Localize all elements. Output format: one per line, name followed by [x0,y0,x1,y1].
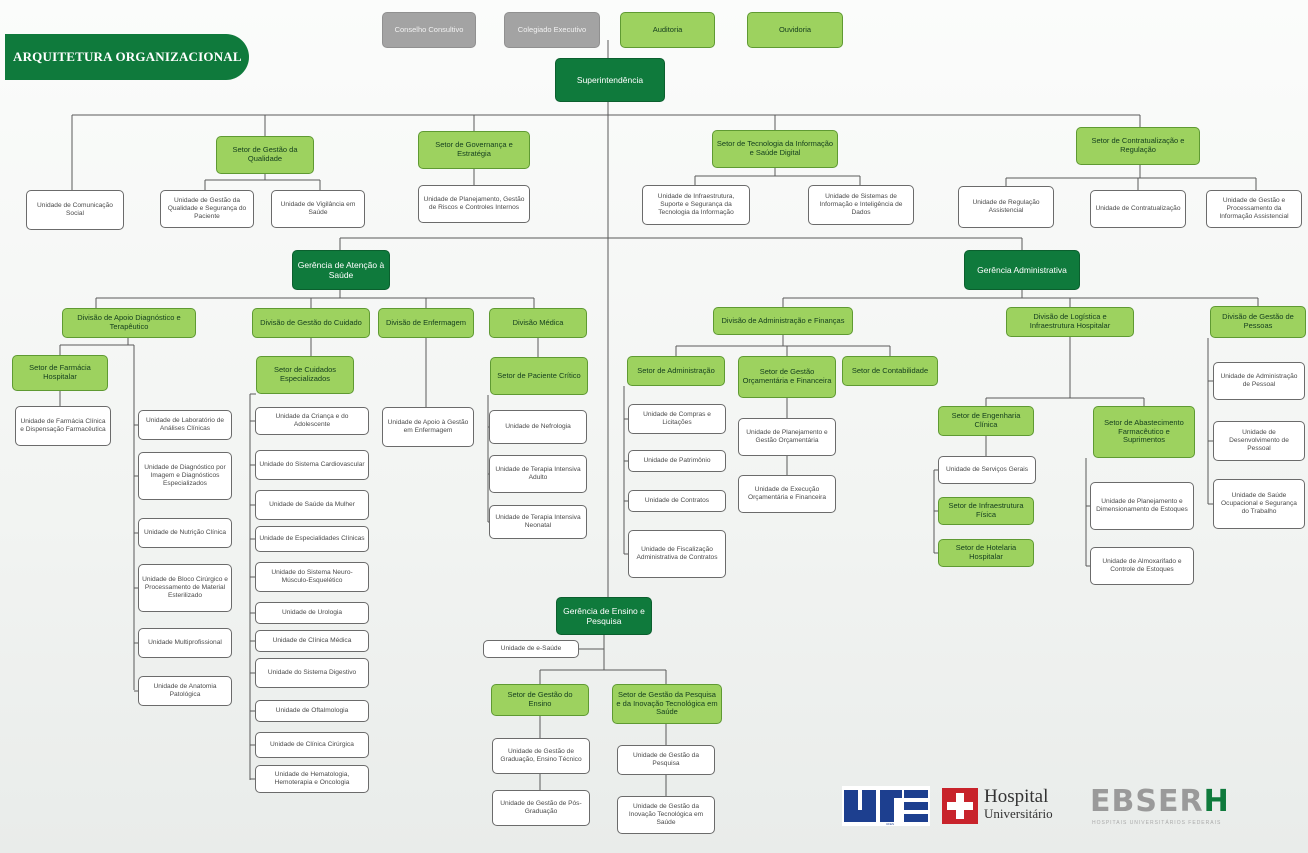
node-un-especialidades: Unidade de Especialidades Clínicas [255,526,369,552]
ebserh-logo: EBSERH HOSPITAIS UNIVERSITÁRIOS FEDERAIS [1090,784,1262,828]
node-un-vigilancia: Unidade de Vigilância em Saúde [271,190,365,228]
node-setor-engenharia-clinica: Setor de Engenharia Clínica [938,406,1034,436]
node-un-urologia: Unidade de Urologia [255,602,369,624]
ebserh-logo-text: EBSER [1090,784,1204,819]
node-conselho-consultivo: Conselho Consultivo [382,12,476,48]
page-title: ARQUITETURA ORGANIZACIONAL [5,34,249,80]
ebserh-logo-h: H [1203,784,1230,819]
node-un-oftalmologia: Unidade de Oftalmologia [255,700,369,722]
node-auditoria: Auditoria [620,12,715,48]
node-un-pos-graduacao: Unidade de Gestão de Pós-Graduação [492,790,590,826]
node-un-desenvolvimento-pessoal: Unidade de Desenvolvimento de Pessoal [1213,421,1305,461]
node-un-gestao-pesquisa: Unidade de Gestão da Pesquisa [617,745,715,775]
node-setor-gestao-ensino: Setor de Gestão do Ensino [491,684,589,716]
node-setor-gestao-pesquisa: Setor de Gestão da Pesquisa e da Inovaçã… [612,684,722,724]
node-un-admin-pessoal: Unidade de Administração de Pessoal [1213,362,1305,400]
node-gerencia-atencao: Gerência de Atenção à Saúde [292,250,390,290]
hospital-logo-line1: Hospital [984,786,1049,807]
node-un-neuro: Unidade do Sistema Neuro-Músculo-Esquelé… [255,562,369,592]
node-un-nutricao: Unidade de Nutrição Clínica [138,518,232,548]
hospital-universitario-logo: Hospital Universitário [942,786,1078,826]
node-div-enfermagem: Divisão de Enfermagem [378,308,474,338]
node-un-execucao-orcamentaria: Unidade de Execução Orçamentária e Finan… [738,475,836,513]
node-setor-governanca: Setor de Governança e Estratégia [418,131,530,169]
node-setor-gestao-qualidade: Setor de Gestão da Qualidade [216,136,314,174]
node-un-planejamento-orcamentaria: Unidade de Planejamento e Gestão Orçamen… [738,418,836,456]
node-setor-farmacia: Setor de Farmácia Hospitalar [12,355,108,391]
node-setor-orcamentaria: Setor de Gestão Orçamentária e Financeir… [738,356,836,398]
node-setor-contratualizacao: Setor de Contratualização e Regulação [1076,127,1200,165]
node-setor-infraestrutura-fisica: Setor de Infraestrutura Física [938,497,1034,525]
node-un-hematologia: Unidade de Hematologia, Hemoterapia e On… [255,765,369,793]
node-setor-administracao: Setor de Administração [627,356,725,386]
node-un-almoxarifado: Unidade de Almoxarifado e Controle de Es… [1090,547,1194,585]
node-un-diagnostico-imagem: Unidade de Diagnóstico por Imagem e Diag… [138,452,232,500]
node-superintendencia: Superintendência [555,58,665,102]
node-un-fiscalizacao: Unidade de Fiscalização Administrativa d… [628,530,726,578]
node-un-servicos-gerais: Unidade de Serviços Gerais [938,456,1036,484]
node-gerencia-ensino: Gerência de Ensino e Pesquisa [556,597,652,635]
node-un-processamento-info: Unidade de Gestão e Processamento da Inf… [1206,190,1302,228]
node-un-comunicacao: Unidade de Comunicação Social [26,190,124,230]
node-un-infraestrutura-ti: Unidade de Infraestrutura, Suporte e Seg… [642,185,750,225]
node-un-clinica-cirurgica: Unidade de Clínica Cirúrgica [255,732,369,758]
node-colegiado-executivo: Colegiado Executivo [504,12,600,48]
node-un-graduacao: Unidade de Gestão de Graduação, Ensino T… [492,738,590,774]
node-un-anatomia: Unidade de Anatomia Patológica [138,676,232,706]
node-setor-cuidados-especializados: Setor de Cuidados Especializados [256,356,354,394]
node-setor-abastecimento: Setor de Abastecimento Farmacêutico e Su… [1093,406,1195,458]
node-ouvidoria: Ouvidoria [747,12,843,48]
node-un-laboratorio: Unidade de Laboratório de Análises Clíni… [138,410,232,440]
node-un-cardiovascular: Unidade do Sistema Cardiovascular [255,450,369,480]
node-un-planejamento: Unidade de Planejamento, Gestão de Risco… [418,185,530,223]
node-un-dimensionamento-estoques: Unidade de Planejamento e Dimensionament… [1090,482,1194,530]
node-un-farmacia: Unidade de Farmácia Clínica e Dispensaçã… [15,406,111,446]
node-gerencia-administrativa: Gerência Administrativa [964,250,1080,290]
node-setor-ti: Setor de Tecnologia da Informação e Saúd… [712,130,838,168]
node-un-apoio-enfermagem: Unidade de Apoio à Gestão em Enfermagem [382,407,474,447]
node-un-clinica-medica: Unidade de Clínica Médica [255,630,369,652]
node-un-uti-adulto: Unidade de Terapia Intensiva Adulto [489,455,587,493]
node-un-saude-mulher: Unidade de Saúde da Mulher [255,490,369,520]
node-un-bloco-cirurgico: Unidade de Bloco Cirúrgico e Processamen… [138,564,232,612]
hospital-logo-line2: Universitário [984,806,1053,821]
node-un-compras: Unidade de Compras e Licitações [628,404,726,434]
node-un-saude-ocupacional: Unidade de Saúde Ocupacional e Segurança… [1213,479,1305,529]
ebserh-logo-subtitle: HOSPITAIS UNIVERSITÁRIOS FEDERAIS [1092,820,1222,826]
node-un-sistemas-info: Unidade de Sistemas de Informação e Inte… [808,185,914,225]
ufes-logo-text: UFES [886,822,894,826]
node-un-contratualizacao: Unidade de Contratualização [1090,190,1186,228]
node-setor-contabilidade: Setor de Contabilidade [842,356,938,386]
node-un-contratos: Unidade de Contratos [628,490,726,512]
node-un-inovacao: Unidade de Gestão da Inovação Tecnológic… [617,796,715,834]
node-un-esaude: Unidade de e-Saúde [483,640,579,658]
node-un-gestao-qualidade: Unidade de Gestão da Qualidade e Seguran… [160,190,254,228]
node-div-administracao-financas: Divisão de Administração e Finanças [713,307,853,335]
node-un-nefrologia: Unidade de Nefrologia [489,410,587,444]
ufes-logo: UFES [842,786,930,826]
node-setor-paciente-critico: Setor de Paciente Crítico [490,357,588,395]
node-div-gestao-pessoas: Divisão de Gestão de Pessoas [1210,306,1306,338]
red-cross-icon [942,788,978,824]
node-un-digestivo: Unidade do Sistema Digestivo [255,658,369,688]
node-un-patrimonio: Unidade de Patrimônio [628,450,726,472]
node-un-uti-neonatal: Unidade de Terapia Intensiva Neonatal [489,505,587,539]
node-div-gestao-cuidado: Divisão de Gestão do Cuidado [252,308,370,338]
node-setor-hotelaria: Setor de Hotelaria Hospitalar [938,539,1034,567]
node-div-apoio-diagnostico: Divisão de Apoio Diagnóstico e Terapêuti… [62,308,196,338]
node-div-medica: Divisão Médica [489,308,587,338]
node-un-crianca: Unidade da Criança e do Adolescente [255,407,369,435]
node-un-multiprofissional: Unidade Multiprofissional [138,628,232,658]
node-div-logistica: Divisão de Logística e Infraestrutura Ho… [1006,307,1134,337]
logos: UFES Hospital Universitário EBSERH HOSPI… [842,782,1262,832]
node-un-regulacao: Unidade de Regulação Assistencial [958,186,1054,228]
